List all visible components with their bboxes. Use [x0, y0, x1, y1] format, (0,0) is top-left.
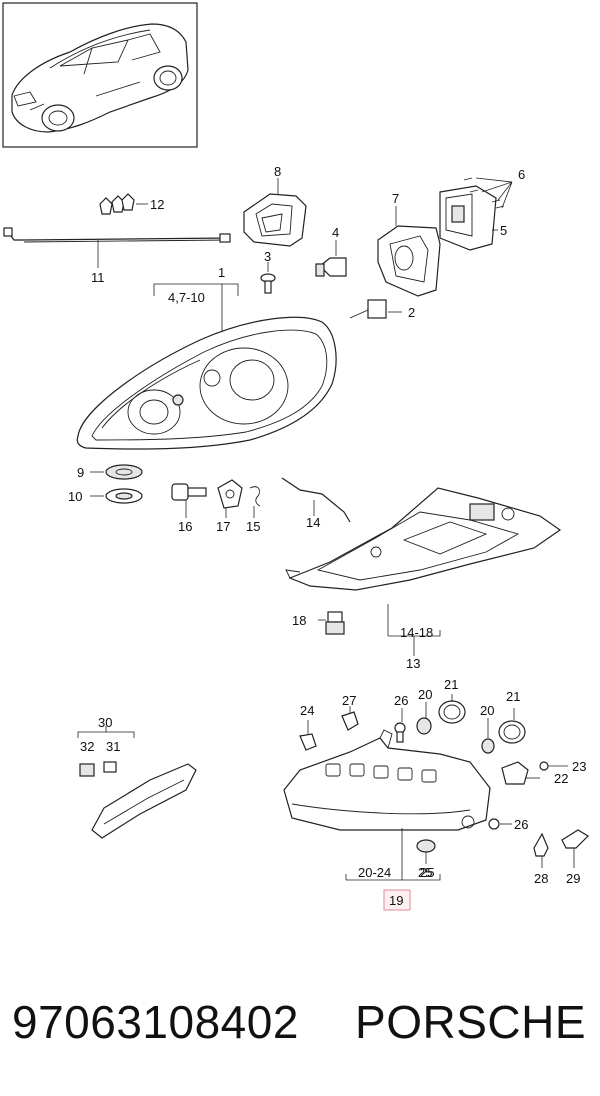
callout-12: 12 [150, 197, 164, 212]
part-26-screw-top [394, 708, 406, 743]
callout-15: 15 [246, 519, 260, 534]
callout-19: 19 [389, 893, 403, 908]
part-26-screw-bottom [488, 818, 512, 830]
part-6-screws [463, 177, 513, 209]
callout-1-range: 4,7-10 [168, 290, 205, 305]
callout-5: 5 [500, 223, 507, 238]
callout-30: 30 [98, 715, 112, 730]
part-10-grommet [90, 488, 143, 504]
part-17-clamp [217, 479, 243, 518]
callout-22: 22 [554, 771, 568, 786]
callout-32: 32 [80, 739, 94, 754]
part-11-cable [3, 227, 231, 268]
callout-21-top: 21 [444, 677, 458, 692]
part-13-carrier [285, 487, 562, 656]
part-7-ballast-housing [377, 206, 441, 297]
callout-21-right: 21 [506, 689, 520, 704]
callout-1: 1 [218, 265, 225, 280]
part-18-bushing [318, 611, 345, 635]
callout-11: 11 [91, 270, 105, 285]
callout-16: 16 [178, 519, 192, 534]
callout-23: 23 [572, 759, 586, 774]
callout-19-range-b: 25 [420, 865, 434, 880]
part-number: 97063108402 [12, 996, 299, 1048]
callout-6: 6 [518, 167, 525, 182]
part-21-cap-top [438, 694, 466, 724]
footer: 97063108402 PORSCHE [0, 982, 600, 1062]
callout-19-highlight [383, 889, 411, 911]
vehicle-overview [2, 2, 198, 148]
callout-2: 2 [408, 305, 415, 320]
part-15-clip [249, 486, 261, 518]
part-24-clip [299, 720, 317, 751]
callout-18: 18 [292, 613, 306, 628]
callout-24: 24 [300, 703, 314, 718]
callout-17: 17 [216, 519, 230, 534]
part-21-cap-right [498, 708, 526, 744]
part-20-seal-right [481, 718, 495, 754]
part-30-side-light [77, 726, 197, 839]
part-20-seal-top [416, 702, 432, 735]
part-8-bracket [243, 178, 307, 247]
callout-26-top: 26 [394, 693, 408, 708]
callout-10: 10 [68, 489, 82, 504]
callout-31: 31 [106, 739, 120, 754]
callout-labels: 1 4,7-10 2 3 4 5 6 7 8 9 10 11 12 13 14-… [68, 164, 586, 911]
callout-13-range: 14-18 [400, 625, 433, 640]
callout-19-range-a: 20-24 [358, 865, 391, 880]
callout-28: 28 [534, 871, 548, 886]
callout-27: 27 [342, 693, 356, 708]
callout-7: 7 [392, 191, 399, 206]
part-5-control-unit [439, 185, 498, 251]
callout-9: 9 [77, 465, 84, 480]
part-12-clips [99, 193, 148, 215]
callout-26-bottom: 26 [514, 817, 528, 832]
part-25-grommet [416, 839, 436, 864]
part-9-grommet [90, 464, 143, 480]
part-1-headlight [76, 283, 337, 450]
part-23-screw [539, 761, 568, 771]
callout-25: 25 [418, 865, 432, 880]
callout-4: 4 [332, 225, 339, 240]
part-28-clip [533, 832, 549, 868]
part-19-fog-light [283, 729, 491, 881]
callout-8: 8 [274, 164, 281, 179]
brand-name: PORSCHE [355, 996, 586, 1048]
part-27-clip [341, 706, 359, 731]
callout-29: 29 [566, 871, 580, 886]
callout-3: 3 [264, 249, 271, 264]
part-14-rod [281, 477, 351, 523]
callout-14: 14 [306, 515, 320, 530]
callout-20-top: 20 [418, 687, 432, 702]
part-3-screw [260, 262, 276, 294]
part-16-screw [171, 483, 207, 518]
callout-20-right: 20 [480, 703, 494, 718]
part-4-bulb [315, 240, 347, 277]
callout-13: 13 [406, 656, 420, 671]
part-2-socket [349, 299, 402, 319]
part-29-cover [561, 829, 589, 868]
part-22-actuator [501, 761, 540, 785]
